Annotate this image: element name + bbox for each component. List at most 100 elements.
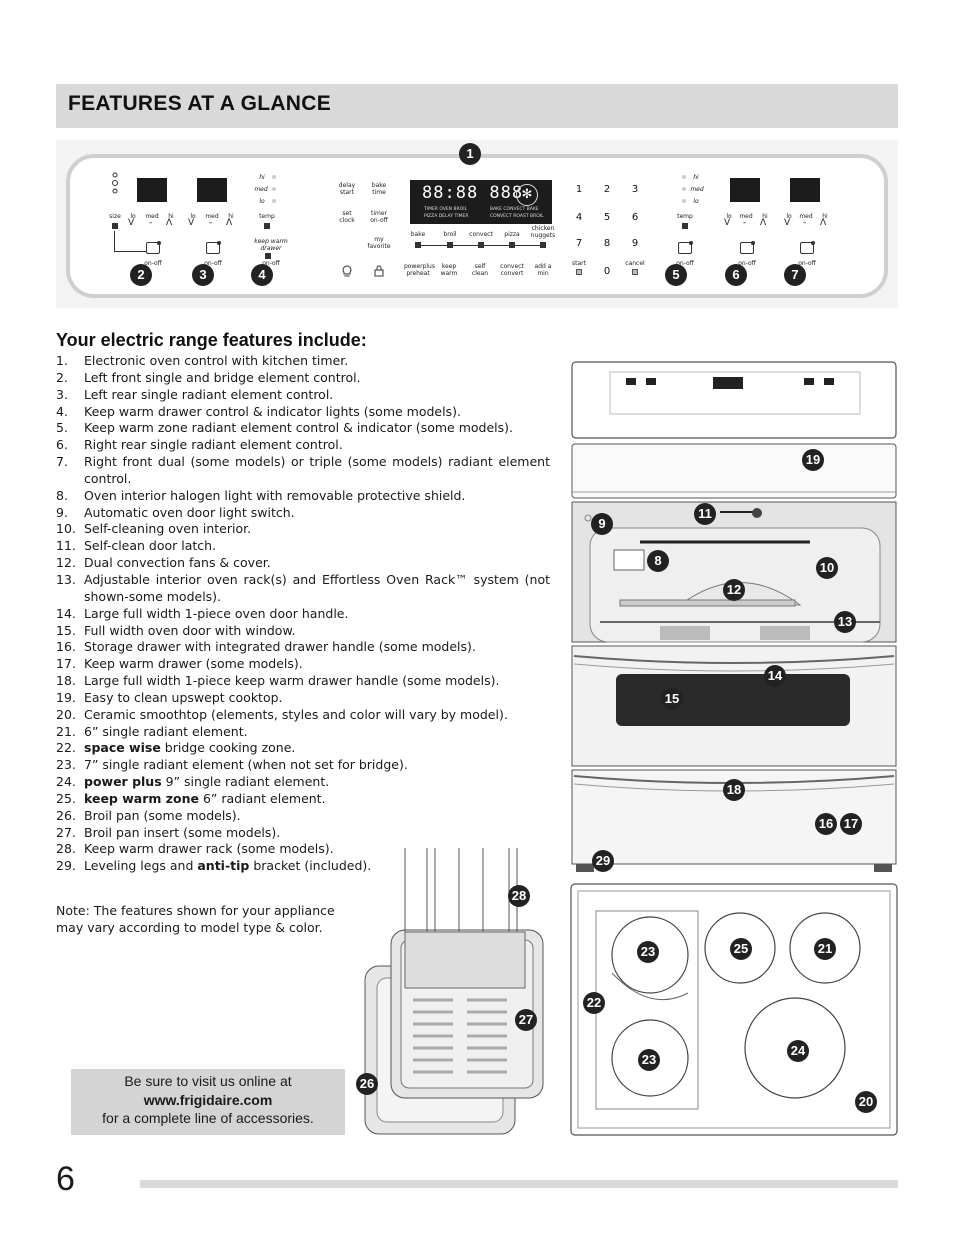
keypad-5[interactable]: 5 <box>603 212 611 223</box>
med-key[interactable]: - <box>149 218 153 228</box>
feature-item: 28.Keep warm drawer rack (some models). <box>56 841 550 858</box>
warm-drawer-temp-key[interactable] <box>264 223 270 229</box>
power-plus-preheat-key[interactable]: powerplus preheat <box>404 263 435 277</box>
hi-label: hi <box>168 213 174 220</box>
on-off-label: on-off <box>144 260 162 267</box>
feature-brand-term: power plus <box>84 774 162 790</box>
keypad-8[interactable]: 8 <box>603 238 611 249</box>
feature-text-end: bracket (included). <box>249 858 372 874</box>
add-a-min-key[interactable]: add a min <box>534 263 552 277</box>
hi-arrow-key[interactable]: Λ <box>820 218 827 228</box>
keypad-0[interactable]: 0 <box>603 266 611 277</box>
med-key[interactable]: - <box>743 218 747 228</box>
website-link[interactable]: www.frigidaire.com <box>143 1091 273 1108</box>
self-clean-key[interactable]: self clean <box>471 263 489 277</box>
feature-text: Keep warm zone radiant element control &… <box>84 420 550 437</box>
lo-arrow-key[interactable]: V <box>784 218 791 228</box>
cancel-key[interactable] <box>632 269 638 275</box>
feature-text: Adjustable interior oven rack(s) and Eff… <box>84 572 550 606</box>
callout-9: 9 <box>591 513 613 535</box>
callout-20: 20 <box>855 1091 877 1113</box>
on-off-label: on-off <box>798 260 816 267</box>
delay-start-key[interactable]: delay start <box>338 182 356 196</box>
left-front-on-off-icon[interactable] <box>146 241 161 254</box>
feature-text: Leveling legs and anti-tip bracket (incl… <box>84 858 550 875</box>
feature-item: 15.Full width oven door with window. <box>56 623 550 640</box>
feature-text-start: Adjustable interior oven rack(s) and Eff… <box>84 571 550 604</box>
callout-13: 13 <box>834 611 856 633</box>
feature-number: 23. <box>56 757 76 773</box>
oven-display: 88:88 888 ✻ TIMER OVEN BROIL PIZZA DELAY… <box>410 180 552 224</box>
feature-item: 17.Keep warm drawer (some models). <box>56 656 550 673</box>
feature-number: 19. <box>56 689 76 705</box>
med-key[interactable]: - <box>803 218 807 228</box>
med-label: med <box>145 213 159 220</box>
feature-text-start: Full width oven door with window. <box>84 622 296 638</box>
temp-label: temp <box>677 213 693 220</box>
keep-warm-key[interactable]: keep warm <box>440 263 458 277</box>
feature-text: keep warm zone 6” radiant element. <box>84 791 550 808</box>
med-label: med <box>799 213 813 220</box>
feature-text-start: Keep warm drawer (some models). <box>84 656 303 672</box>
start-key[interactable] <box>576 269 582 275</box>
feature-item: 26.Broil pan (some models). <box>56 808 550 825</box>
callout-23: 23 <box>638 1049 660 1071</box>
keypad-2[interactable]: 2 <box>603 184 611 195</box>
feature-text-start: Leveling legs and <box>84 858 198 874</box>
right-front-on-off-icon[interactable] <box>800 241 815 254</box>
keypad-7[interactable]: 7 <box>575 238 583 249</box>
hi-arrow-key[interactable]: Λ <box>226 218 233 228</box>
feature-text: Oven interior halogen light with removab… <box>84 488 550 505</box>
feature-text: Large full width 1-piece keep warm drawe… <box>84 673 550 690</box>
convect-key[interactable]: convect <box>469 231 493 238</box>
feature-text-start: Left front single and bridge element con… <box>84 369 361 385</box>
feature-item: 1.Electronic oven control with kitchen t… <box>56 353 550 370</box>
hi-arrow-key[interactable]: Λ <box>760 218 767 228</box>
feature-text-start: Right front dual (some models) or triple… <box>84 454 550 486</box>
hi-label: hi <box>228 213 234 220</box>
set-clock-key[interactable]: set clock <box>339 210 355 224</box>
size-key[interactable] <box>112 223 118 229</box>
bake-time-key[interactable]: bake time <box>371 182 387 196</box>
features-list: 1.Electronic oven control with kitchen t… <box>56 353 550 875</box>
callout-23: 23 <box>637 941 659 963</box>
keypad-1[interactable]: 1 <box>575 184 583 195</box>
keypad-4[interactable]: 4 <box>575 212 583 223</box>
convect-convert-key[interactable]: convect convert <box>500 263 524 277</box>
lo-arrow-key[interactable]: V <box>188 218 195 228</box>
warm-zone-on-off-icon[interactable] <box>678 241 693 254</box>
feature-text-start: Broil pan (some models). <box>84 807 241 823</box>
callout-1: 1 <box>459 143 481 165</box>
oven-light-icon[interactable] <box>342 262 352 277</box>
chicken-nuggets-key[interactable]: chicken nuggets <box>530 225 556 239</box>
pizza-key[interactable]: pizza <box>504 231 520 238</box>
keypad-6[interactable]: 6 <box>631 212 639 223</box>
med-indicator-light <box>272 187 276 191</box>
keypad-9[interactable]: 9 <box>631 238 639 249</box>
hi-indicator-light <box>682 175 686 179</box>
left-rear-on-off-icon[interactable] <box>206 241 221 254</box>
lo-arrow-key[interactable]: V <box>128 218 135 228</box>
warm-zone-temp-key[interactable] <box>682 223 688 229</box>
feature-item: 29.Leveling legs and anti-tip bracket (i… <box>56 858 550 875</box>
med-key[interactable]: - <box>209 218 213 228</box>
feature-text: Keep warm drawer (some models). <box>84 656 550 673</box>
display-digits: 88:88 888 <box>422 183 524 203</box>
keypad-3[interactable]: 3 <box>631 184 639 195</box>
right-rear-on-off-icon[interactable] <box>740 241 755 254</box>
my-favorite-key[interactable]: my favorite <box>367 236 391 250</box>
hi-arrow-key[interactable]: Λ <box>166 218 173 228</box>
callout-11: 11 <box>694 503 716 525</box>
warm-drawer-on-off-key[interactable] <box>265 253 271 259</box>
feature-item: 25.keep warm zone 6” radiant element. <box>56 791 550 808</box>
timer-on-off-key[interactable]: timer on-off <box>370 210 388 224</box>
feature-number: 12. <box>56 555 76 571</box>
display-mode-line-2: PIZZA DELAY TIMER <box>424 214 469 219</box>
lock-icon[interactable] <box>374 262 384 277</box>
lo-label: lo <box>190 213 196 220</box>
bake-key[interactable]: bake <box>410 231 426 238</box>
feature-text: Self-cleaning oven interior. <box>84 521 550 538</box>
lo-arrow-key[interactable]: V <box>724 218 731 228</box>
broil-key[interactable]: broil <box>443 231 457 238</box>
fan-icon: ✻ <box>516 184 538 206</box>
